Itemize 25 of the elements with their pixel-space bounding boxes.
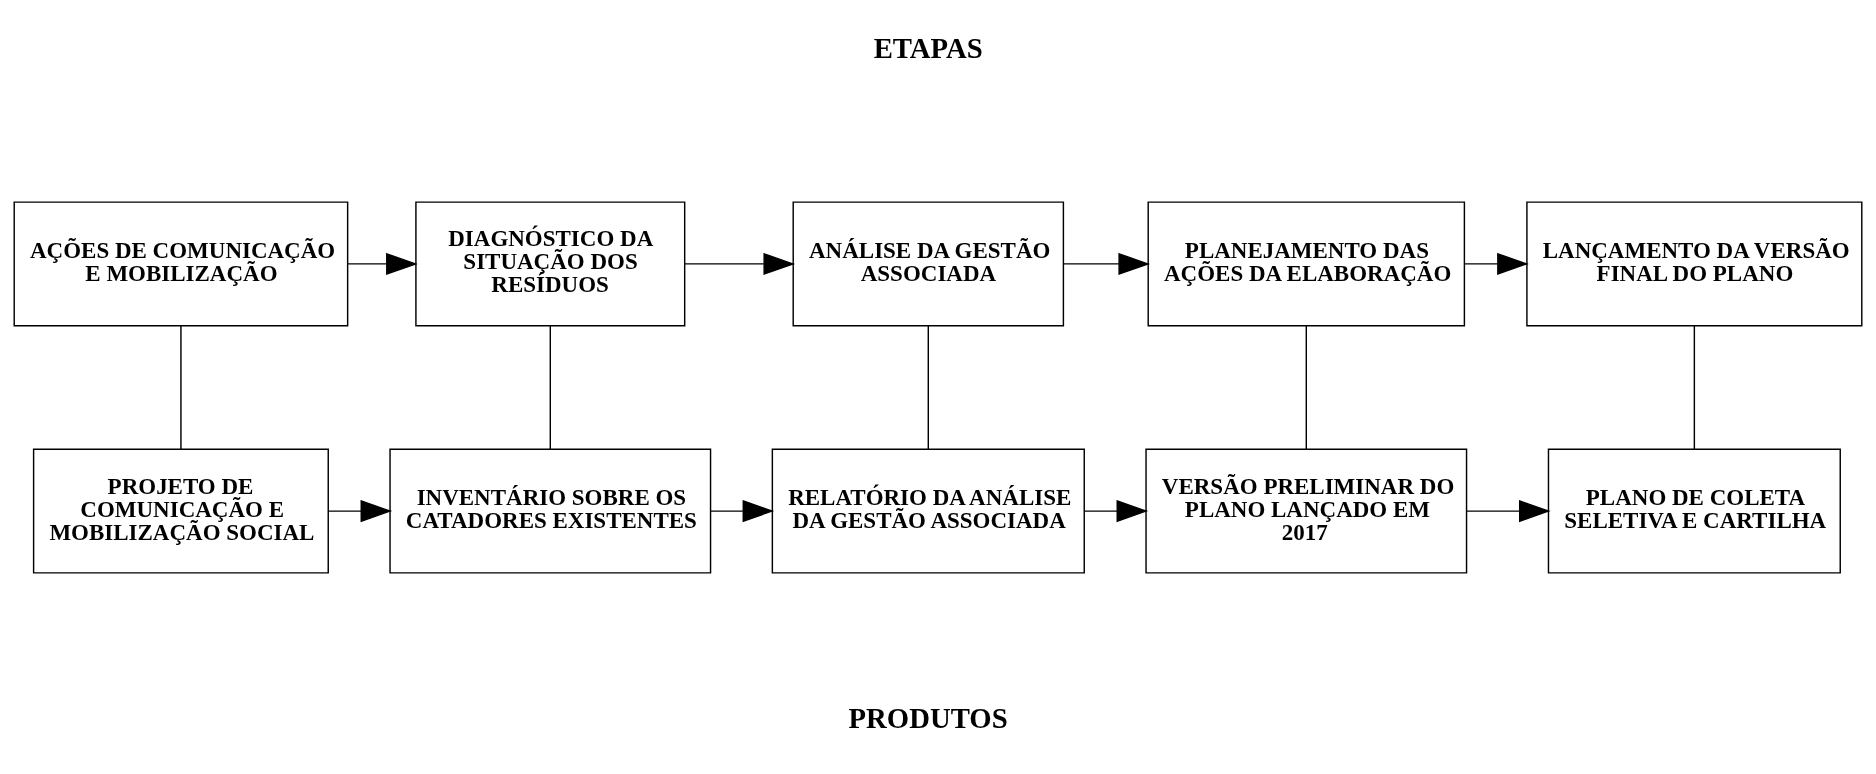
arrow	[327, 499, 393, 522]
connector	[180, 324, 182, 450]
label: ETAPAS	[873, 31, 983, 64]
connector	[927, 324, 929, 450]
arrow	[347, 252, 418, 275]
label: PRODUTOS	[848, 701, 1008, 734]
node-box: INVENTÁRIO SOBRE OS CATADORES EXISTENTES	[389, 448, 712, 574]
connector	[1693, 324, 1696, 450]
node-box: LANÇAMENTO DA VERSÃO FINAL DO PLANO	[1526, 200, 1863, 326]
node-box: RELATÓRIO DA ANÁLISE DA GESTÃO ASSOCIADA	[771, 448, 1085, 574]
node-box: AÇÕES DE COMUNICAÇÃO E MOBILIZAÇÃO	[13, 200, 349, 326]
arrow	[1083, 499, 1149, 522]
connector	[549, 324, 551, 450]
arrow	[710, 499, 775, 522]
node-box: PROJETO DE COMUNICAÇÃO E MOBILIZAÇÃO SOCIAL	[32, 448, 329, 574]
arrow	[1464, 252, 1529, 275]
arrow	[1465, 499, 1551, 522]
node-box: VERSÃO PRELIMINAR DO PLANO LANÇADO EM 2017	[1145, 448, 1468, 574]
connector	[1305, 324, 1307, 450]
node-box: ANÁLISE DA GESTÃO ASSOCIADA	[792, 200, 1065, 326]
node-box: PLANO DE COLETA SELETIVA E CARTILHA	[1547, 448, 1841, 574]
node-box: DIAGNÓSTICO DA SITUAÇÃO DOS RESÍDUOS	[415, 200, 686, 326]
arrow	[684, 252, 796, 275]
node-box: PLANEJAMENTO DAS AÇÕES DA ELABORAÇÃO	[1147, 200, 1466, 326]
arrow	[1062, 252, 1151, 275]
